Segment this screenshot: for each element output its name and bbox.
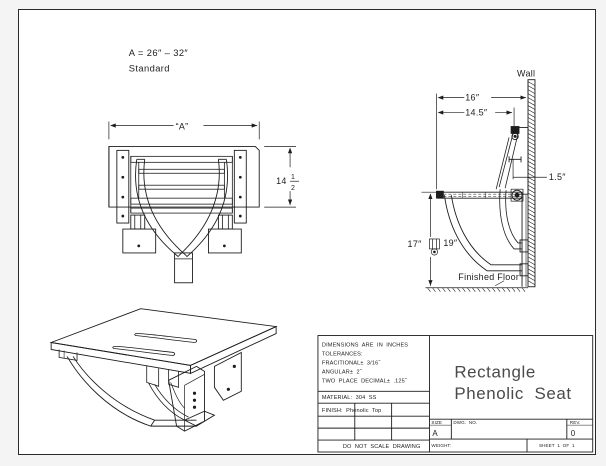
title-block: DIMENSIONS ARE IN INCHES TOLERANCES: FRA… — [317, 335, 594, 453]
size-value: A — [432, 429, 438, 438]
sheet-label: SHEET 1 OF 1 — [539, 443, 575, 448]
dim-145-label: 14.5″ — [465, 108, 487, 118]
dim-19-label: 19″ — [443, 238, 457, 248]
rev-header: REV. — [570, 420, 581, 425]
finish-label: FINISH: Phenolic Top — [322, 408, 381, 414]
dim-centre-marker — [429, 238, 440, 256]
rev-value: 0 — [571, 429, 576, 438]
wall-label: Wall — [517, 69, 535, 79]
side-view-mechanism — [436, 126, 529, 287]
drawing-canvas: A = 26″ – 32″ Standard — [49, 48, 566, 432]
range-note-line2: Standard — [129, 64, 170, 74]
finished-floor-label: Finished Floor — [458, 272, 519, 282]
tolerance-line-3: ANGULAR± 2˝ — [322, 369, 363, 375]
dim-17-group — [421, 191, 442, 286]
range-note: A = 26″ – 32″ Standard — [129, 48, 189, 74]
range-note-line1: A = 26″ – 32″ — [129, 48, 189, 58]
plan-view — [108, 145, 260, 284]
dim-16-group — [436, 79, 529, 190]
dim-16-label: 16″ — [465, 93, 479, 103]
dim-145-group — [437, 107, 515, 128]
weight-header: WEIGHT: — [431, 443, 451, 448]
plan-height-denominator: 2 — [291, 185, 295, 192]
isometric-view — [49, 308, 278, 432]
plan-height-numerator: 1 — [291, 174, 295, 181]
plan-width-label: “A” — [176, 121, 189, 131]
dim-15-group — [512, 159, 547, 180]
material-label: MATERIAL: 304 SS — [322, 395, 377, 401]
plan-width-dimension — [108, 121, 260, 140]
dwg-no-header: DWG. NO. — [453, 420, 477, 425]
dim-15-label: 1.5″ — [549, 172, 566, 182]
dim-17-label: 17″ — [408, 239, 422, 249]
plan-height-dimension — [264, 146, 297, 208]
tolerance-line-4: TWO PLACE DECIMAL± .125˝ — [322, 378, 408, 384]
do-not-scale-label: DO NOT SCALE DRAWING — [343, 444, 421, 450]
size-header: SIZE — [431, 420, 442, 425]
drawing-sheet: A = 26″ – 32″ Standard — [18, 9, 596, 455]
plan-height-whole: 14 — [276, 176, 287, 186]
tolerance-line-0: DIMENSIONS ARE IN INCHES — [322, 342, 408, 348]
part-title-line2: Phenolic Seat — [454, 384, 571, 403]
part-title-line1: Rectangle — [454, 362, 536, 381]
tolerance-notes: DIMENSIONS ARE IN INCHES TOLERANCES: FRA… — [322, 342, 408, 384]
tolerance-line-1: TOLERANCES: — [322, 351, 363, 357]
tolerance-line-2: FRACITIONAL± 3/16˝ — [322, 360, 381, 366]
finished-floor — [425, 280, 529, 292]
